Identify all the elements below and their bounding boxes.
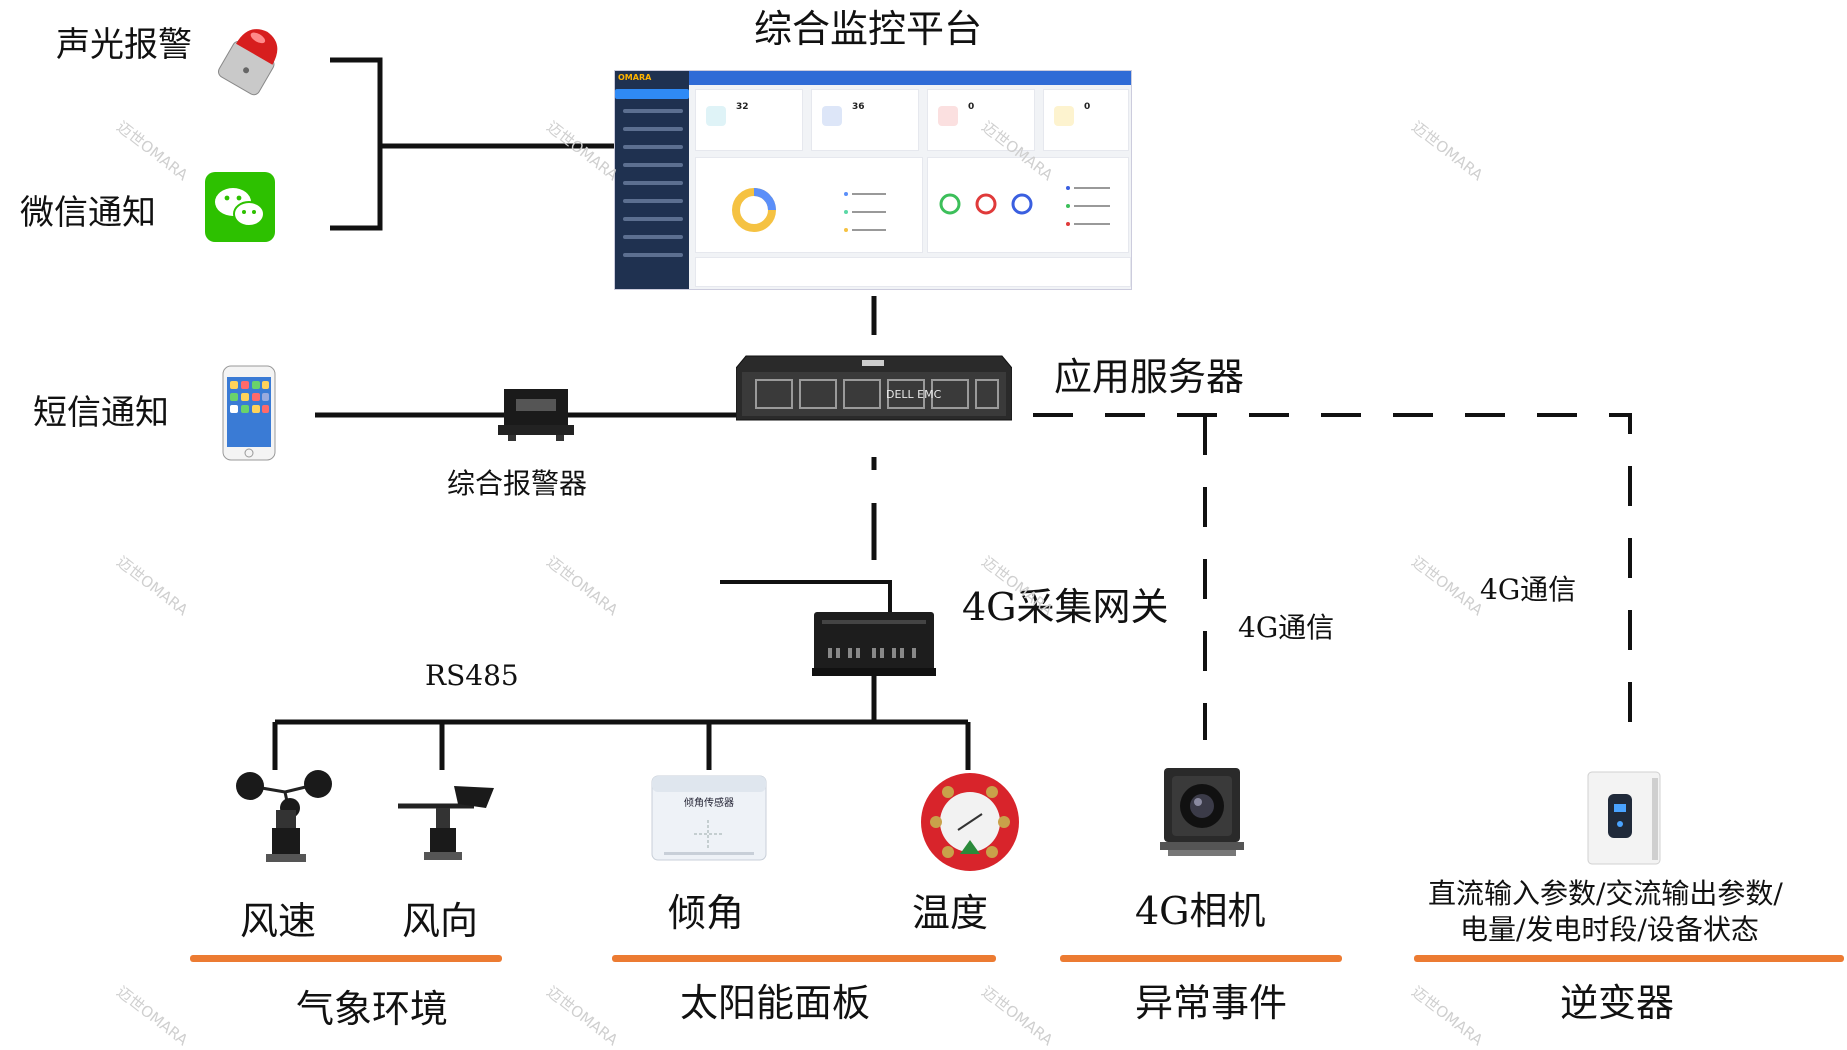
wechat-notify-label: 微信通知 <box>20 193 156 233</box>
dashboard-logo: OMARA <box>618 73 652 82</box>
stat-card-alarms: 0 <box>927 89 1035 151</box>
camera-icon <box>1160 768 1244 856</box>
temperature-label: 温度 <box>912 891 989 935</box>
inverter-params-line1: 直流输入参数/交流输出参数/ <box>1428 877 1783 910</box>
weather-group-label: 气象环境 <box>296 987 449 1031</box>
weather-group-bar <box>190 955 502 962</box>
sound-light-alarm-label: 声光报警 <box>56 25 192 65</box>
solar-panel-group-label: 太阳能面板 <box>680 981 871 1025</box>
camera-4g-label: 4G相机 <box>1135 889 1266 933</box>
siren-icon <box>218 29 278 96</box>
dashboard-sidebar: OMARA <box>615 71 689 289</box>
server-brand-text: DELL EMC <box>886 388 942 401</box>
gateway-label: 4G采集网关 <box>962 585 1169 629</box>
camera-4g-comm-label: 4G通信 <box>1238 611 1335 644</box>
tilt-sensor-text: 倾角传感器 <box>684 796 734 809</box>
stat-card-messages: 0 <box>1043 89 1129 151</box>
inverter-4g-comm-label: 4G通信 <box>1480 573 1577 606</box>
abnormal-group-bar <box>1060 955 1342 962</box>
anemometer-icon <box>236 770 332 862</box>
platform-title: 综合监控平台 <box>754 7 983 51</box>
app-server-label: 应用服务器 <box>1054 355 1245 399</box>
abnormal-group-label: 异常事件 <box>1135 981 1288 1025</box>
stat-card-devices: 36 <box>811 89 919 151</box>
wechat-icon <box>205 172 275 242</box>
tilt-label: 倾角 <box>668 891 745 935</box>
device-count-panel <box>695 157 923 253</box>
sms-notify-label: 短信通知 <box>33 393 169 433</box>
wind-speed-label: 风速 <box>240 899 317 943</box>
monitoring-dashboard: OMARA 32 36 0 0 <box>614 70 1132 290</box>
integrated-alarm-device <box>498 389 574 441</box>
device-status-panel <box>927 157 1129 253</box>
wind-direction-label: 风向 <box>402 899 479 943</box>
tilt-sensor-icon: 倾角传感器 <box>651 775 767 861</box>
solar-group-bar <box>612 955 996 962</box>
rs485-label: RS485 <box>425 659 519 692</box>
stat-card-products: 32 <box>695 89 803 151</box>
integrated-alarm-label: 综合报警器 <box>447 467 588 500</box>
inverter-group-label: 逆变器 <box>1560 981 1675 1025</box>
wind-vane-icon <box>398 786 494 860</box>
inverter-icon <box>1587 771 1661 865</box>
temperature-transmitter-icon <box>921 773 1019 871</box>
inverter-group-bar <box>1414 955 1844 962</box>
inverter-params-line2: 电量/发电时段/设备状态 <box>1460 913 1759 946</box>
gateway-icon <box>812 612 936 676</box>
smartphone-icon <box>222 365 276 461</box>
server-icon: DELL EMC <box>736 355 1012 421</box>
